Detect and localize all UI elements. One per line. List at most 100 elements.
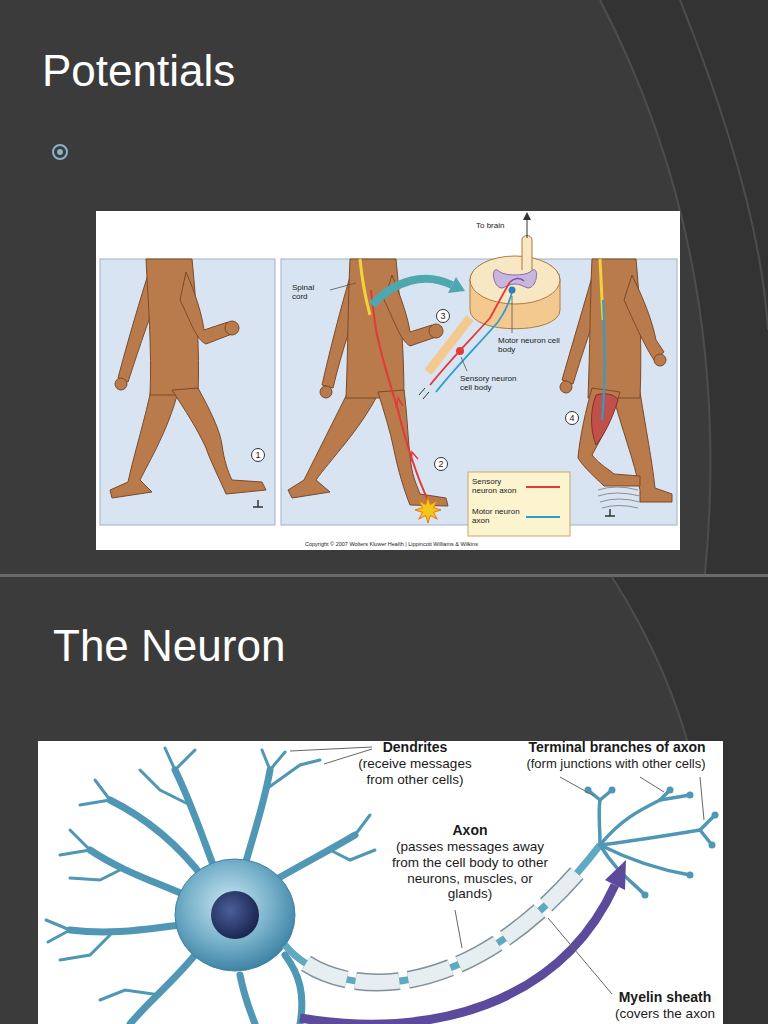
motion-lines: [600, 499, 640, 502]
callout-number: 3: [440, 312, 445, 321]
terminal-branches: [600, 845, 645, 895]
part-description: (receive messages from other cells): [352, 756, 478, 788]
stepping-figure: [288, 388, 378, 498]
label-holder: Motor neuron cell body: [498, 336, 560, 355]
reflex-illustration: [100, 259, 275, 525]
callout-number: 2: [438, 460, 443, 469]
leader-line: [290, 747, 372, 751]
leader-line: [640, 777, 664, 792]
legend-sample: [524, 513, 564, 521]
synaptic-bulb: [687, 872, 694, 879]
part-name: Dendrites: [345, 739, 485, 755]
reflex-figure: [560, 259, 672, 502]
callout-circle: [435, 458, 448, 471]
stepping-figure: [288, 259, 448, 506]
walking-figure: [110, 259, 266, 498]
part-name: Axon: [400, 822, 540, 838]
neuron-illustration: [38, 741, 723, 1024]
signal-arrow: [300, 885, 615, 1024]
walking-figure: [180, 272, 232, 344]
spinal-cord-section: [523, 212, 531, 220]
walking-figure: [172, 388, 266, 494]
motor-pathway: [600, 259, 605, 420]
callout-holder: 1: [251, 448, 265, 462]
signal-arrow: [605, 860, 626, 890]
dendrite: [140, 770, 190, 805]
callout-holder: 4: [565, 411, 579, 425]
legend-sample: [524, 483, 564, 491]
label-holder: Axon: [400, 822, 540, 838]
spinal-cord-section: [419, 388, 429, 399]
legend-entry: Motor neuron axon: [472, 507, 568, 533]
dendrite: [70, 770, 355, 1024]
label-holder: (covers the axon: [600, 1006, 730, 1022]
label-holder: Terminal branches of axon: [515, 739, 719, 755]
cell-body: [175, 859, 295, 971]
cell-body: [175, 859, 295, 971]
legend-text: Sensory neuron axon: [472, 477, 522, 495]
spinal-cord-section: [493, 270, 536, 288]
label-holder: Copyright © 2007 Wolters Kluwer Health |…: [305, 541, 555, 547]
part-label: Motor neuron cell body: [498, 336, 560, 355]
callout-circle: [566, 412, 579, 425]
spinal-cord-section: [419, 212, 560, 399]
dendrite: [285, 955, 302, 1024]
part-label: Sensory neuron cell body: [460, 374, 526, 393]
slide-background: [0, 0, 768, 574]
walking-figure: [146, 259, 199, 395]
dendrite: [46, 748, 375, 1000]
cell-body: [211, 891, 259, 939]
spinal-cord-section: [456, 347, 464, 355]
slide-panel: The Neuron: [0, 577, 768, 1024]
walking-figure: [115, 378, 127, 390]
reflex-figure: [624, 275, 664, 360]
dendrite: [60, 850, 90, 855]
leader-line: [461, 357, 467, 371]
pain-star: [415, 497, 441, 523]
pain-star: [415, 497, 441, 523]
bullet-mark: [53, 145, 67, 159]
synaptic-bulb: [609, 787, 616, 794]
callout-number: 1: [255, 451, 260, 460]
dendrite: [270, 752, 285, 770]
dendrite: [70, 870, 120, 880]
dendrite: [175, 750, 195, 770]
reflex-figure: [654, 354, 666, 366]
synaptic-bulb: [642, 892, 649, 899]
callout-circle: [437, 310, 450, 323]
label-holder: (passes messages away from the cell body…: [390, 839, 550, 902]
motion-lines: [598, 487, 640, 508]
copyright-note: Copyright © 2007 Wolters Kluwer Health |…: [305, 541, 555, 547]
thumbtack: [609, 509, 611, 516]
terminal-branches: [600, 830, 700, 845]
slide-title: Potentials: [42, 46, 768, 97]
zoom-arrow: [448, 277, 465, 293]
part-description: (passes messages away from the cell body…: [390, 839, 550, 902]
walking-figure: [225, 321, 239, 335]
dendrite: [165, 748, 175, 770]
spinal-cord-section: [522, 236, 532, 271]
label-holder: (form junctions with other cells): [511, 756, 721, 771]
dendrite: [70, 925, 180, 932]
bullet-mark: [57, 149, 63, 155]
dendrite: [110, 800, 205, 880]
legend-entry: Sensory neuron axon: [472, 477, 568, 503]
dendrite: [330, 850, 375, 860]
stepping-figure: [320, 386, 332, 398]
synaptic-bulb: [709, 842, 716, 849]
motion-lines: [598, 487, 638, 490]
dendrite: [95, 780, 110, 800]
part-description: (form junctions with other cells): [511, 756, 721, 771]
legend-line: [526, 516, 560, 518]
part-description: (covers the axon: [600, 1006, 730, 1022]
nerve-pathway: [411, 452, 418, 462]
legend-line: [526, 486, 560, 488]
terminal-branches: [588, 790, 715, 895]
terminal-branches: [660, 795, 690, 800]
slide-background: [0, 577, 768, 1024]
leader-line: [548, 918, 612, 994]
dendrite: [60, 935, 110, 960]
reflex-illustration: [96, 211, 680, 550]
zoom-arrow: [372, 277, 465, 305]
callout-holder: 3: [436, 309, 450, 323]
